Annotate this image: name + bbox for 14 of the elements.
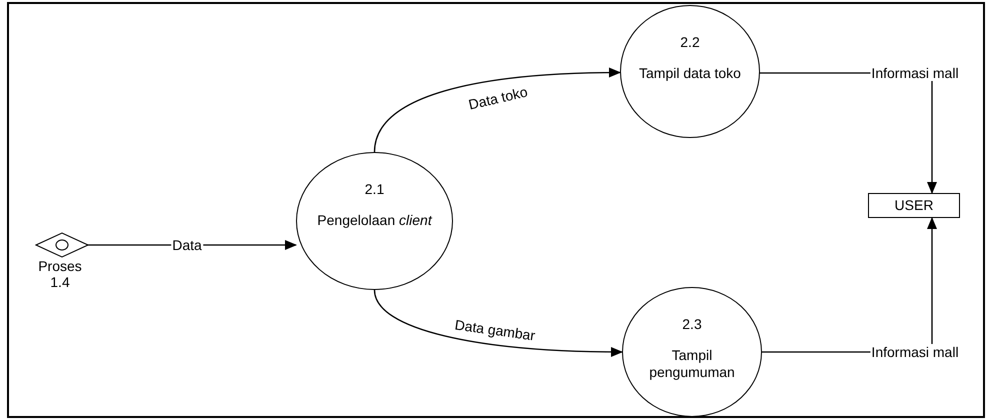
process-number: 2.2 <box>679 34 701 51</box>
flow-arrow <box>374 68 621 152</box>
edge-label: Data <box>171 237 203 253</box>
process-label: Tampil data toko <box>638 65 742 82</box>
external-entity-box <box>868 193 960 218</box>
process-number: 2.3 <box>681 316 703 333</box>
process-label: Pengelolaan client <box>316 212 434 229</box>
edge-label: Informasi mall <box>870 344 960 360</box>
external-process-label: Proses 1.4 <box>37 258 83 290</box>
edge-label: Informasi mall <box>870 65 960 81</box>
process-label: Tampil pengumuman <box>648 347 736 381</box>
process-number: 2.1 <box>364 181 386 198</box>
flow-arrow <box>374 290 623 357</box>
entity-label: USER <box>894 196 934 215</box>
